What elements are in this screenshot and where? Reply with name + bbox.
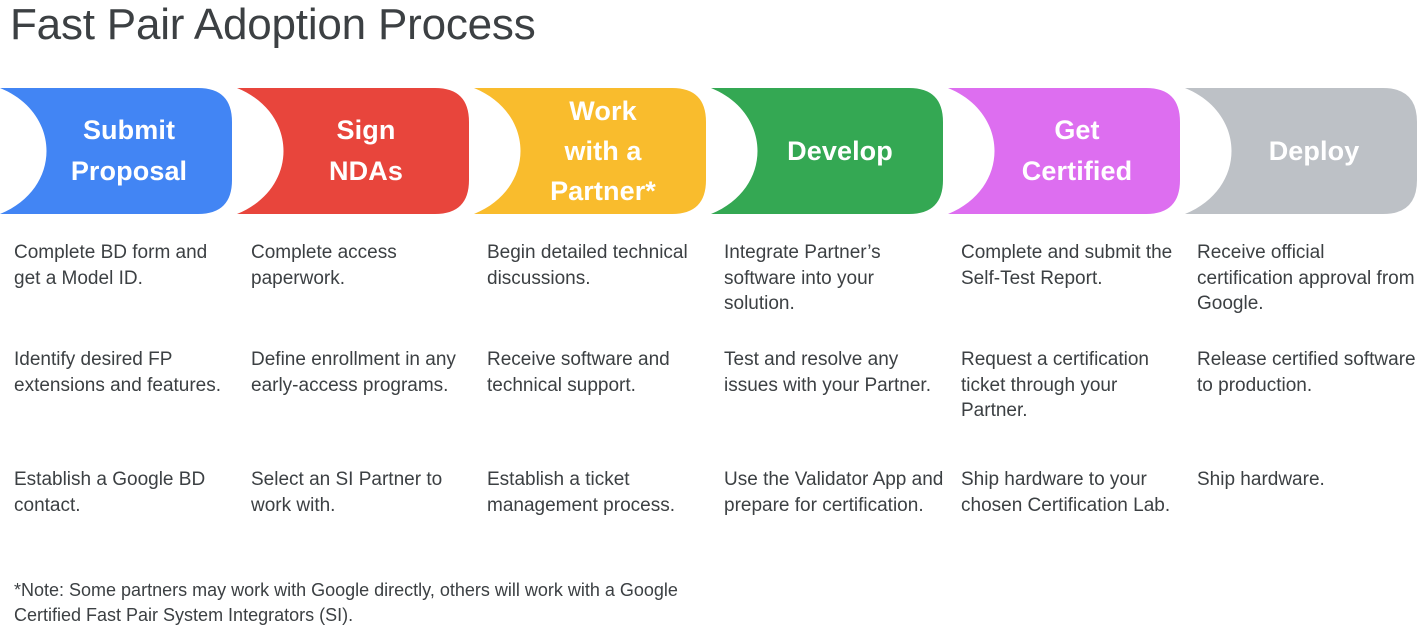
chevron-shape — [474, 88, 706, 214]
process-step-label: Submit Proposal — [70, 115, 188, 186]
process-step-submit-proposal[interactable]: Submit Proposal — [0, 88, 232, 214]
detail-item: Begin detailed technical discussions. — [487, 242, 688, 289]
detail-item: Receive software and technical support. — [487, 349, 670, 396]
detail-item: Establish a Google BD contact. — [14, 469, 206, 516]
chevron-shape — [711, 88, 943, 214]
process-detail-columns: Complete BD form and get a Model ID. Iden… — [0, 236, 1423, 566]
process-step-deploy[interactable]: Deploy — [1185, 88, 1417, 214]
chevron-shape — [948, 88, 1180, 214]
process-step-label: Develop — [787, 135, 893, 166]
detail-item: Ship hardware to your chosen Certificati… — [961, 469, 1171, 516]
process-step-work-with-a-partner[interactable]: Work with a Partner* — [474, 88, 706, 214]
chevron-shape — [1185, 88, 1417, 214]
process-chevron-band: Submit Proposal Sign NDAs Work with a Part… — [0, 88, 1423, 214]
page-title: Fast Pair Adoption Process — [10, 0, 536, 49]
detail-item: Establish a ticket management process. — [487, 469, 675, 516]
detail-item: Complete BD form and get a Model ID. — [14, 242, 208, 289]
detail-item: Integrate Partner’s software into your s… — [724, 242, 881, 314]
detail-item: Define enrollment in any early-access pr… — [251, 349, 456, 396]
detail-item: Receive official certification approval … — [1197, 242, 1415, 314]
detail-item: Ship hardware. — [1197, 469, 1325, 490]
detail-item: Request a certification ticket through y… — [961, 349, 1149, 421]
process-step-label: Get Certified — [1021, 115, 1133, 186]
process-step-develop[interactable]: Develop — [711, 88, 943, 214]
detail-item: Identify desired FP extensions and featu… — [14, 349, 222, 396]
process-step-label: Deploy — [1268, 135, 1360, 166]
footnote: *Note: Some partners may work with Googl… — [14, 580, 678, 625]
detail-item: Select an SI Partner to work with. — [251, 469, 443, 516]
chevron-shape — [0, 88, 232, 214]
process-step-label: Sign NDAs — [329, 115, 403, 186]
detail-item: Release certified software to production… — [1197, 349, 1416, 396]
detail-item: Test and resolve any issues with your Pa… — [724, 349, 931, 396]
detail-item: Complete access paperwork. — [251, 242, 397, 289]
process-step-get-certified[interactable]: Get Certified — [948, 88, 1180, 214]
detail-item: Complete and submit the Self-Test Report… — [961, 242, 1173, 289]
process-step-label: Work with a Partner* — [550, 96, 656, 206]
detail-item: Use the Validator App and prepare for ce… — [724, 469, 944, 516]
process-step-sign-ndas[interactable]: Sign NDAs — [237, 88, 469, 214]
chevron-shape — [237, 88, 469, 214]
